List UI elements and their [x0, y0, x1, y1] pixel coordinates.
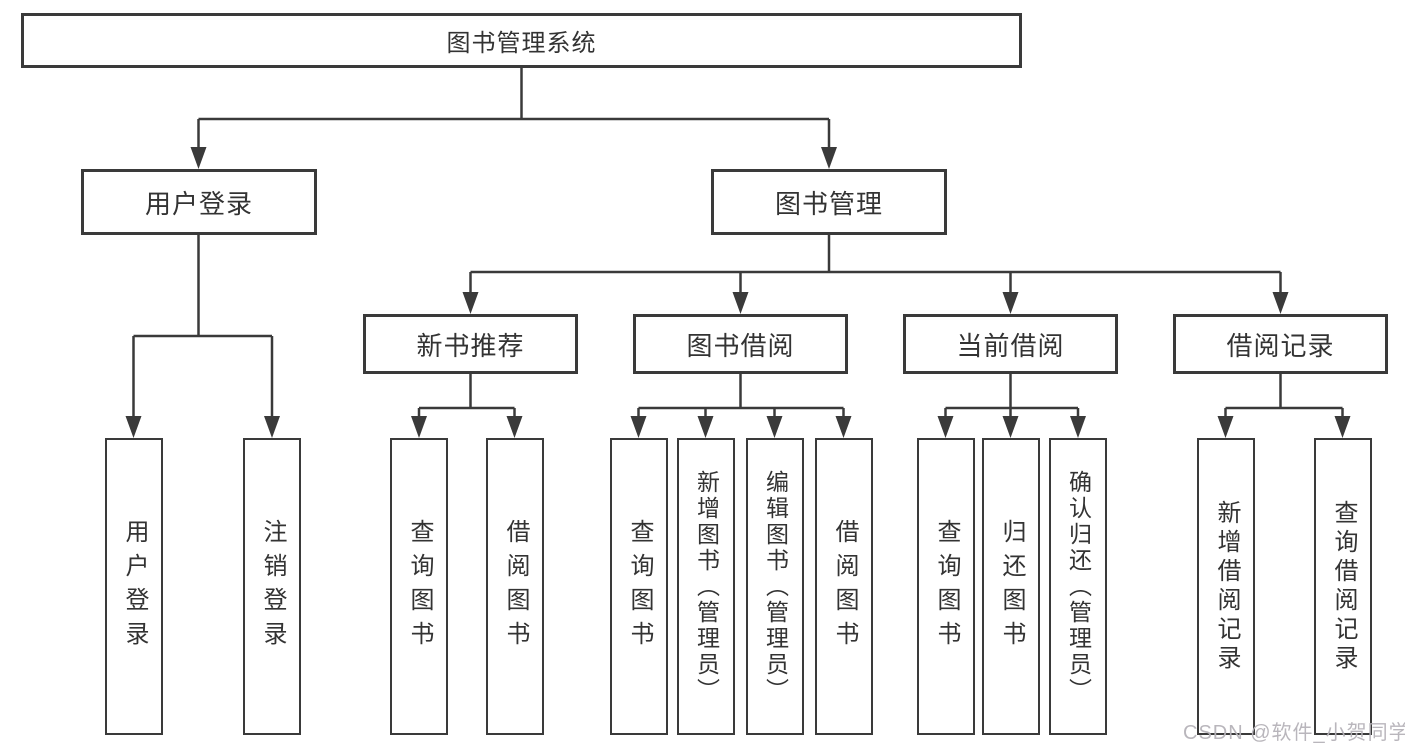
arrow-down-icon [190, 147, 207, 169]
arrow-down-icon [506, 416, 523, 438]
node-label: 图书管理系统 [446, 30, 597, 57]
node-label: 图书借阅 [686, 330, 795, 361]
leaf-label: 归还图书 [998, 518, 1025, 655]
arrow-down-icon [732, 292, 749, 314]
leaf-return-books: 归还图书 [982, 438, 1040, 735]
node-label: 新书推荐 [416, 330, 525, 361]
leaf-add-book-admin: 新增图书（管理员） [677, 438, 735, 735]
leaf-confirm-return-admin: 确认归还（管理员） [1049, 438, 1107, 735]
node-user-login: 用户登录 [81, 169, 317, 235]
leaf-label: 用户登录 [121, 518, 148, 655]
leaf-label: 查询借阅记录 [1330, 499, 1357, 674]
arrow-down-icon [411, 416, 427, 438]
leaf-label: 编辑图书（管理员） [762, 469, 789, 704]
leaf-label: 查询图书 [406, 518, 433, 655]
leaf-query-borrow-record: 查询借阅记录 [1314, 438, 1372, 735]
arrow-down-icon [697, 416, 714, 438]
leaf-query-books-borrow: 查询图书 [610, 438, 668, 735]
arrow-down-icon [835, 416, 852, 438]
leaf-label: 借阅图书 [831, 518, 858, 655]
node-new-book-recommend: 新书推荐 [363, 314, 578, 374]
leaf-label: 注销登录 [259, 518, 286, 655]
leaf-label: 新增图书（管理员） [693, 469, 720, 704]
node-label: 图书管理 [774, 188, 883, 219]
leaf-label: 新增借阅记录 [1213, 499, 1240, 674]
arrow-down-icon [1272, 292, 1289, 314]
node-label: 当前借阅 [956, 330, 1065, 361]
node-borrow-records: 借阅记录 [1173, 314, 1388, 374]
arrow-down-icon [630, 416, 647, 438]
arrow-down-icon [937, 416, 954, 438]
leaf-edit-book-admin: 编辑图书（管理员） [746, 438, 804, 735]
arrow-down-icon [821, 147, 837, 169]
node-label: 借阅记录 [1226, 330, 1335, 361]
arrow-down-icon [462, 292, 479, 314]
arrow-down-icon [125, 416, 142, 438]
leaf-label: 借阅图书 [502, 518, 529, 655]
node-book-management: 图书管理 [711, 169, 947, 235]
leaf-borrow-books-recommend: 借阅图书 [486, 438, 544, 735]
leaf-label: 确认归还（管理员） [1065, 469, 1092, 704]
leaf-borrow-books: 借阅图书 [815, 438, 873, 735]
arrow-down-icon [1217, 416, 1234, 438]
node-book-borrow: 图书借阅 [633, 314, 848, 374]
arrow-down-icon [1070, 416, 1086, 438]
arrow-down-icon [264, 416, 280, 438]
leaf-logout: 注销登录 [243, 438, 301, 735]
arrow-down-icon [1002, 416, 1019, 438]
leaf-query-books-recommend: 查询图书 [390, 438, 448, 735]
arrow-down-icon [1002, 292, 1019, 314]
leaf-query-books-current: 查询图书 [917, 438, 975, 735]
node-label: 用户登录 [144, 188, 253, 219]
arrow-down-icon [1334, 416, 1351, 438]
csdn-watermark: CSDN @软件_小贺同学 [1183, 722, 1405, 744]
leaf-label: 查询图书 [626, 518, 653, 655]
leaf-user-login: 用户登录 [105, 438, 163, 735]
node-current-borrow: 当前借阅 [903, 314, 1118, 374]
arrow-down-icon [766, 416, 783, 438]
leaf-label: 查询图书 [933, 518, 960, 655]
node-library-management-system: 图书管理系统 [21, 13, 1022, 68]
leaf-add-borrow-record: 新增借阅记录 [1197, 438, 1255, 735]
